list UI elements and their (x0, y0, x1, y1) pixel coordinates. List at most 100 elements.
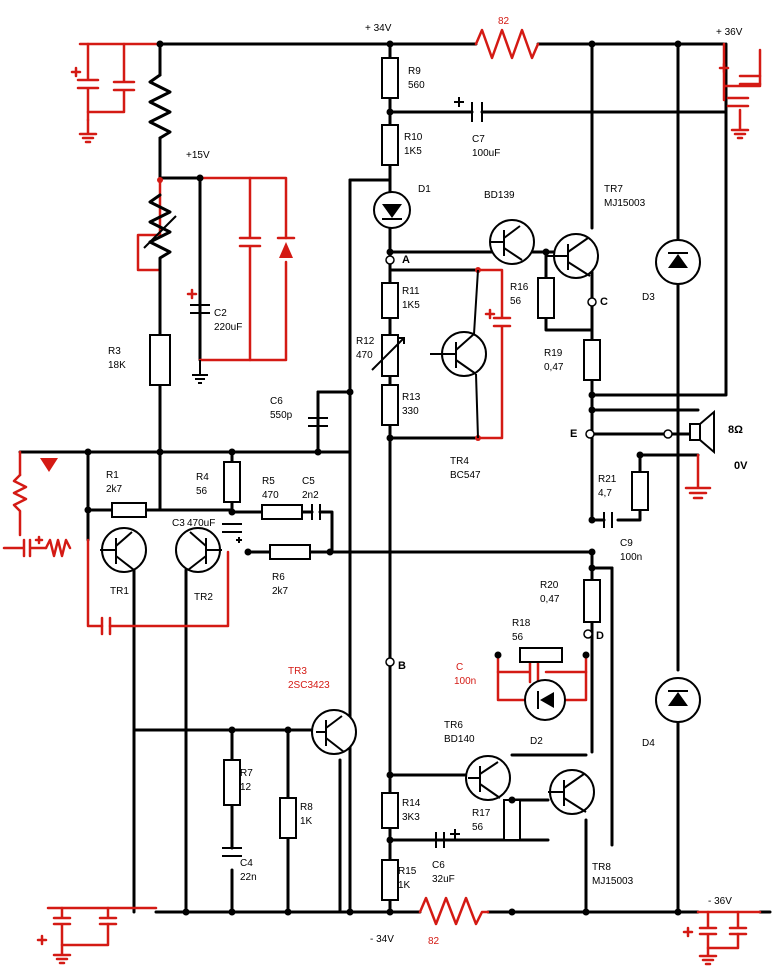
r7-name: R7 (240, 768, 253, 779)
c6a-name: C6 (270, 396, 283, 407)
node-b-label: B (398, 660, 406, 672)
diodes (373, 191, 701, 723)
tr6-value: BD140 (444, 734, 475, 745)
rail-resistor-top-label: 82 (498, 16, 510, 27)
r13-name: R13 (402, 392, 421, 403)
transistors (100, 219, 599, 815)
c7-name: C7 (472, 134, 485, 145)
ground-label: 0V (734, 460, 748, 472)
d4-name: D4 (642, 738, 655, 749)
r7-value: 12 (240, 782, 252, 793)
r18-name: R18 (512, 618, 531, 629)
node-d-label: D (596, 630, 604, 642)
tr4-name: TR4 (450, 456, 469, 467)
r8-name: R8 (300, 802, 313, 813)
tr2-name: TR2 (194, 592, 213, 603)
d1-name: D1 (418, 184, 431, 195)
r11-value: 1K5 (402, 300, 420, 311)
r15-value: 1K (398, 880, 411, 891)
c3-name: C3 (172, 518, 185, 529)
c5-name: C5 (302, 476, 315, 487)
zener-rail-label: +15V (186, 150, 210, 161)
c9-value: 100n (620, 552, 643, 563)
c2-value: 220uF (214, 322, 243, 333)
red-modifications (2, 28, 762, 966)
c6b-name: C6 (432, 860, 445, 871)
node-c-label: C (600, 296, 608, 308)
c7-value: 100uF (472, 148, 501, 159)
r20-value: 0,47 (540, 594, 560, 605)
r19-name: R19 (544, 348, 563, 359)
r3-value: 18K (108, 360, 126, 371)
r21-value: 4,7 (598, 488, 612, 499)
r17-name: R17 (472, 808, 491, 819)
c4-name: C4 (240, 858, 253, 869)
node-a-label: A (402, 254, 410, 266)
rail-resistor-bottom-label: 82 (428, 936, 440, 947)
r6-value: 2k7 (272, 586, 289, 597)
c5-value: 2n2 (302, 490, 319, 501)
tr1-name: TR1 (110, 586, 129, 597)
resistors (111, 57, 649, 901)
c-red-name: C (456, 662, 464, 673)
r12-name: R12 (356, 336, 375, 347)
c3-value: 470uF (187, 518, 216, 529)
tr8-name: TR8 (592, 862, 611, 873)
supply-rail-neg-label: - 36V (708, 896, 732, 907)
r4-name: R4 (196, 472, 209, 483)
r16-value: 56 (510, 296, 522, 307)
c6b-value: 32uF (432, 874, 455, 885)
speaker-icon (689, 409, 715, 455)
d2-name: D2 (530, 736, 543, 747)
r12-value: 470 (356, 350, 373, 361)
preset-resistor (148, 193, 172, 272)
r14-value: 3K3 (402, 812, 420, 823)
tr3-value: 2SC3423 (288, 680, 330, 691)
r18-value: 56 (512, 632, 524, 643)
tr7-value: MJ15003 (604, 198, 646, 209)
r4-value: 56 (196, 486, 208, 497)
r1-value: 2k7 (106, 484, 123, 495)
r6-name: R6 (272, 572, 285, 583)
test-nodes (385, 255, 673, 667)
c6a-value: 550p (270, 410, 293, 421)
d3-name: D3 (642, 292, 655, 303)
preset-arrow (143, 215, 177, 249)
supply-rail-pos-label: + 36V (716, 27, 743, 38)
r5-value: 470 (262, 490, 279, 501)
capacitors (190, 102, 613, 857)
ground-icons (192, 360, 712, 500)
r1-name: R1 (106, 470, 119, 481)
c2-name: C2 (214, 308, 227, 319)
r11-name: R11 (402, 286, 420, 297)
r10-name: R10 (404, 132, 423, 143)
r17-value: 56 (472, 822, 484, 833)
r8-value: 1K (300, 816, 313, 827)
junction-dots (84, 40, 682, 916)
node-e-label: E (570, 428, 578, 440)
speaker-label: 8Ω (728, 424, 743, 436)
r14-name: R14 (402, 798, 421, 809)
tr3-name: TR3 (288, 666, 307, 677)
r3-name: R3 (108, 346, 121, 357)
r10-value: 1K5 (404, 146, 422, 157)
r20-name: R20 (540, 580, 559, 591)
r9-name: R9 (408, 66, 421, 77)
supply-top-label: + 34V (365, 23, 392, 34)
supply-bottom-label: - 34V (370, 934, 394, 945)
tr6-name: TR6 (444, 720, 463, 731)
polarity-marks (34, 62, 730, 946)
r9-value: 560 (408, 80, 425, 91)
tr4-value: BC547 (450, 470, 481, 481)
c4-value: 22n (240, 872, 257, 883)
r13-value: 330 (402, 406, 419, 417)
bd139-name: BD139 (484, 190, 515, 201)
c-red-value: 100n (454, 676, 477, 687)
r15-name: R15 (398, 866, 417, 877)
wiring (18, 42, 772, 914)
tr8-value: MJ15003 (592, 876, 634, 887)
tr7-name: TR7 (604, 184, 623, 195)
c9-name: C9 (620, 538, 633, 549)
r21-name: R21 (598, 474, 617, 485)
r16-name: R16 (510, 282, 529, 293)
